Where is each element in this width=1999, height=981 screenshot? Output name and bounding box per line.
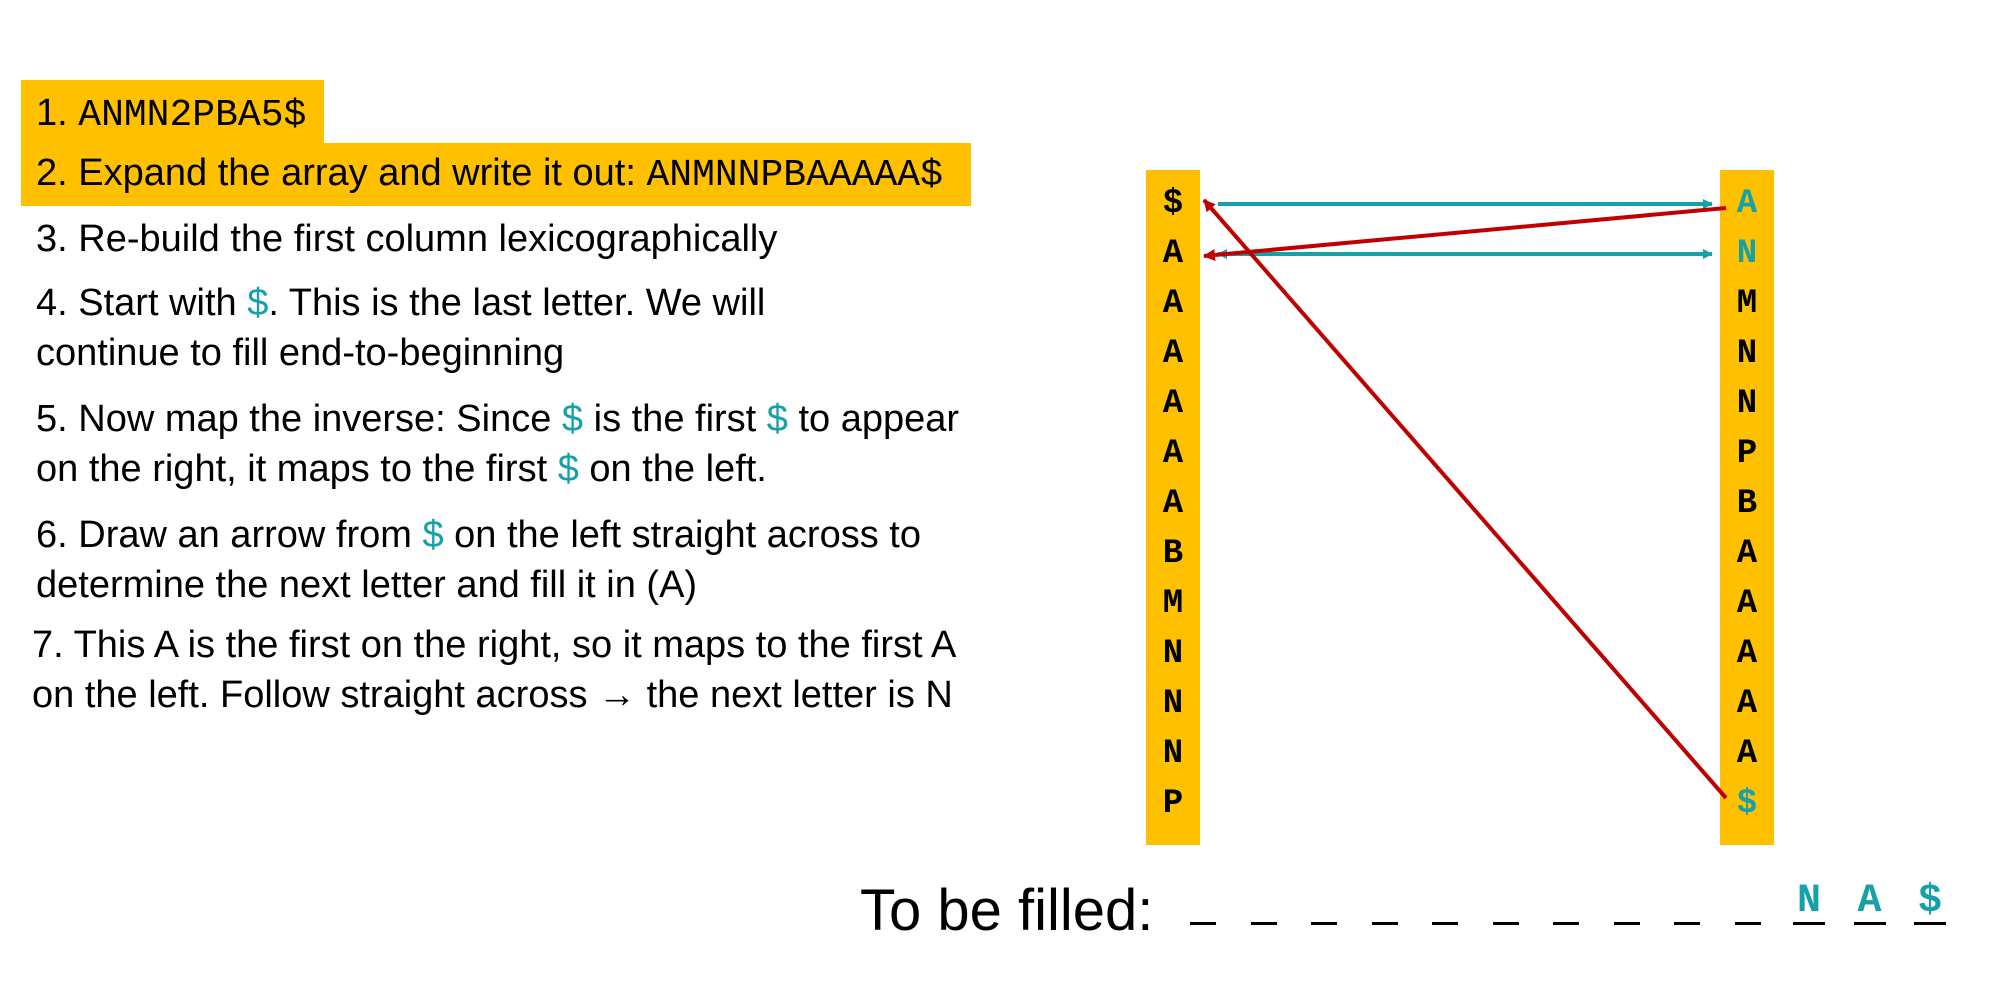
right-column-letter: A — [1736, 735, 1758, 773]
step-4-text-a: 4. Start with — [36, 282, 237, 324]
step-5-text-d: on the right, it maps to the first — [36, 448, 548, 490]
left-column-letter: M — [1162, 585, 1184, 623]
right-column-letter: N — [1736, 385, 1758, 423]
left-column-letter: B — [1162, 535, 1184, 573]
step-1: 1. ANMN2PBA5$ — [21, 80, 325, 143]
to-be-filled-label: To be filled: — [860, 878, 1154, 943]
blank-slot — [1250, 922, 1277, 925]
right-column-letter: A — [1736, 535, 1758, 573]
step-5-dollar-2: $ — [766, 398, 788, 440]
step-6-text-b: on the left straight across to — [454, 514, 921, 556]
blank-slot — [1734, 922, 1761, 925]
step-2: 2. Expand the array and write it out: AN… — [21, 143, 971, 206]
blank-slot — [1553, 922, 1579, 925]
blank-slot — [1190, 922, 1216, 925]
right-column-letter: A — [1736, 635, 1758, 673]
blank-slot — [1613, 922, 1640, 925]
step-3: 3. Re-build the first column lexicograph… — [36, 214, 777, 264]
step-7: 7. This A is the first on the right, so … — [32, 620, 956, 720]
step-1-number: 1. — [36, 92, 68, 134]
left-column-letter: N — [1162, 735, 1184, 773]
left-column-letter: A — [1162, 385, 1184, 423]
right-column-letter: N — [1736, 335, 1758, 373]
step-5-text-c: to appear — [798, 398, 960, 440]
blank-slot — [1432, 922, 1458, 925]
blank-slot — [1371, 922, 1398, 925]
left-column-letter: N — [1162, 635, 1184, 673]
step-6-dollar: $ — [422, 514, 444, 556]
step-6-text-a: 6. Draw an arrow from — [36, 514, 412, 556]
filled-letter: A — [1857, 879, 1882, 924]
left-column-bar — [1146, 170, 1200, 845]
step-6-line-2: determine the next letter and fill it in… — [36, 564, 698, 606]
filled-letter: N — [1796, 879, 1821, 924]
right-column-letter: A — [1736, 585, 1758, 623]
step-4-line-2: continue to fill end-to-beginning — [36, 332, 565, 374]
step-7-line-1: 7. This A is the first on the right, so … — [32, 624, 957, 666]
filled-slot-underline — [1914, 922, 1946, 925]
right-column-letter: $ — [1736, 785, 1758, 823]
filled-slot-underline — [1853, 922, 1886, 925]
step-2-text: 2. Expand the array and write it out: — [36, 152, 636, 194]
red-mapping-arrow — [1202, 198, 1728, 800]
right-column-letter: N — [1736, 235, 1758, 273]
left-column-letter: A — [1162, 285, 1184, 323]
step-5-dollar-1: $ — [561, 398, 584, 440]
red-mapping-arrow — [1203, 206, 1727, 261]
left-column-letter: A — [1162, 435, 1184, 473]
right-column-letter: B — [1736, 485, 1758, 523]
step-5-text-b: is the first — [593, 398, 757, 440]
left-column-letter: A — [1162, 235, 1184, 273]
left-column-letter: N — [1162, 685, 1184, 723]
left-column-letter: A — [1162, 485, 1184, 523]
blank-slot — [1492, 922, 1519, 925]
left-column-letter: P — [1162, 785, 1184, 823]
step-5: 5. Now map the inverse: Since $ is the f… — [36, 394, 959, 494]
left-column-letter: A — [1162, 335, 1184, 373]
right-column-letter: A — [1736, 185, 1758, 223]
right-column-letter: P — [1736, 435, 1758, 473]
step-4: 4. Start with $. This is the last letter… — [36, 278, 765, 378]
step-5-dollar-3: $ — [557, 448, 579, 490]
left-column-letter: $ — [1162, 185, 1184, 223]
filled-letter: $ — [1917, 879, 1942, 924]
right-column-letter: A — [1736, 685, 1758, 723]
step-3-text: 3. Re-build the first column lexicograph… — [36, 218, 778, 260]
step-6: 6. Draw an arrow from $ on the left stra… — [36, 510, 921, 610]
step-7-line-2: on the left. Follow straight across → th… — [32, 674, 953, 716]
blank-slot — [1674, 922, 1700, 925]
step-4-dollar: $ — [247, 282, 269, 324]
step-5-text-a: 5. Now map the inverse: Since — [36, 398, 552, 440]
step-4-text-b: . This is the last letter. We will — [268, 282, 766, 324]
step-1-code: ANMN2PBA5$ — [78, 94, 307, 137]
step-5-text-e: on the left. — [589, 448, 767, 490]
filled-slot-underline — [1793, 922, 1825, 925]
right-column-bar — [1720, 170, 1774, 845]
step-2-code: ANMNNPBAAAAA$ — [646, 154, 943, 197]
right-column-letter: M — [1736, 285, 1758, 323]
blank-slot — [1311, 922, 1337, 925]
